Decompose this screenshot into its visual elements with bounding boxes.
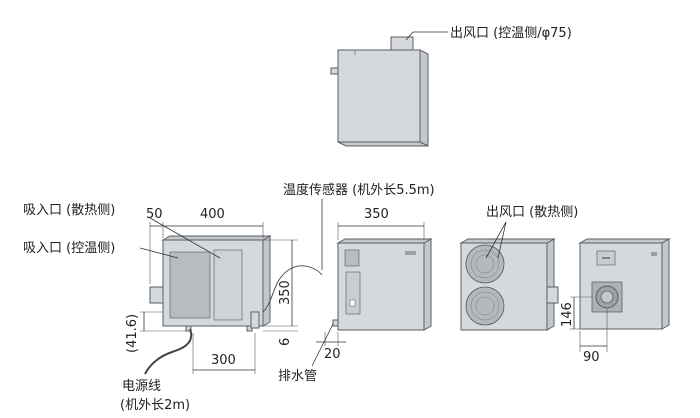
side-duct [149,286,164,304]
dim-41-6: (41.6) [125,314,140,353]
dim-300: 300 [211,353,236,368]
dim-350-height: 350 [278,280,293,305]
label-drain: 排水管 [278,369,317,384]
dim-400: 400 [200,207,225,222]
heat-outlet-fan-upper [465,244,505,284]
label-outlet-heat-side: 出风口 (散热侧) [486,205,578,220]
label-inlet-control-side: 吸入口 (控温侧) [23,241,115,256]
heat-side-inlet-grille [169,251,211,319]
label-power-cord-length: (机外长2m) [120,398,190,413]
top-outlet-duct [390,36,414,51]
label-temperature-sensor: 温度传感器 (机外长5.5m) [283,182,435,198]
dim-146: 146 [560,302,575,327]
top-view-body [337,49,421,143]
dim-90: 90 [583,350,600,365]
drain-pipe [332,319,339,327]
front-view [332,238,433,331]
controller-display [344,249,360,267]
right-side-view [578,238,671,330]
dim-20: 20 [324,347,341,362]
dim-350-width: 350 [364,207,389,222]
label-inlet-heat-side: 吸入口 (散热侧) [23,203,115,218]
dim-50: 50 [146,207,163,222]
rear-view [459,238,559,331]
top-view [330,31,448,147]
control-panel [345,271,361,315]
control-side-inlet-louvre [213,249,243,321]
side-view [144,235,323,375]
heat-outlet-fan-lower [465,286,505,326]
label-power-cord: 电源线 [122,379,161,394]
label-outlet-control-side: 出风口 (控温侧/φ75) [450,26,572,41]
dim-6: 6 [278,338,293,346]
power-cord [144,328,193,375]
